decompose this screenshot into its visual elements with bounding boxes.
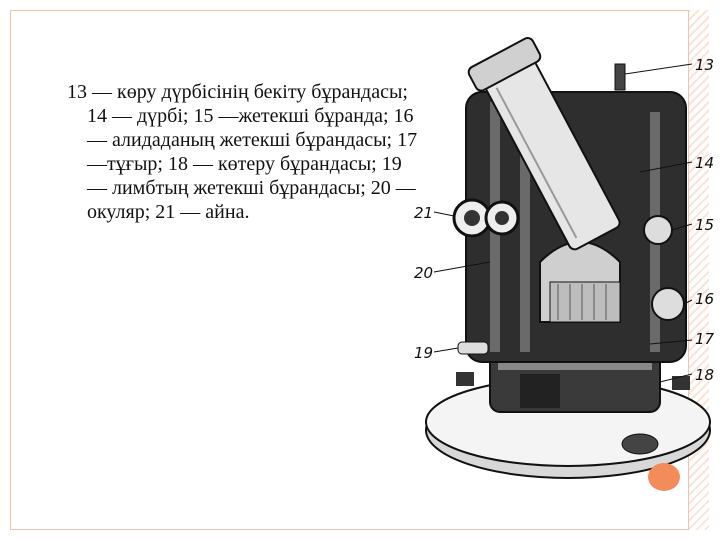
figure-caption: 13 — көру дүрбісінің бекіту бұрандасы; 1… bbox=[67, 81, 418, 223]
leader-21 bbox=[433, 211, 455, 217]
leader-20 bbox=[433, 261, 491, 273]
foot-screw-right bbox=[672, 376, 690, 390]
base-screw bbox=[621, 433, 659, 455]
callout-18: 18 bbox=[695, 366, 714, 384]
callout-14: 14 bbox=[695, 154, 714, 172]
callout-21: 21 bbox=[414, 204, 433, 222]
objective-end bbox=[467, 37, 542, 92]
leader-14 bbox=[639, 161, 693, 173]
decorative-side-strip bbox=[688, 10, 709, 530]
accent-circle bbox=[648, 463, 680, 491]
tangent-screw-15 bbox=[643, 215, 673, 245]
callout-19: 19 bbox=[414, 344, 433, 362]
limb-screw-19 bbox=[457, 341, 489, 355]
alidade-screw-16 bbox=[651, 287, 685, 321]
leader-13 bbox=[624, 63, 693, 75]
leader-19 bbox=[433, 347, 459, 353]
leader-18 bbox=[659, 373, 693, 383]
clamp-screw-13 bbox=[614, 63, 626, 91]
eyepiece-center bbox=[495, 211, 509, 225]
callout-15: 15 bbox=[695, 216, 714, 234]
mirror-center bbox=[464, 210, 480, 226]
leader-17 bbox=[649, 339, 693, 345]
horizontal-circle bbox=[549, 281, 621, 323]
tube-highlight bbox=[495, 87, 578, 239]
body-rib bbox=[520, 112, 530, 352]
foot-screw-left bbox=[456, 372, 474, 386]
callout-13: 13 bbox=[695, 56, 714, 74]
lower-column bbox=[520, 374, 560, 408]
leader-15 bbox=[671, 223, 693, 231]
telescope bbox=[467, 37, 621, 251]
callout-20: 20 bbox=[414, 264, 433, 282]
callout-17: 17 bbox=[695, 330, 715, 348]
limb-ring bbox=[498, 360, 652, 370]
callout-16: 16 bbox=[695, 290, 714, 308]
theodolite-illustration: 13 14 15 16 17 18 19 20 21 bbox=[414, 37, 715, 479]
leader-16 bbox=[683, 299, 693, 305]
